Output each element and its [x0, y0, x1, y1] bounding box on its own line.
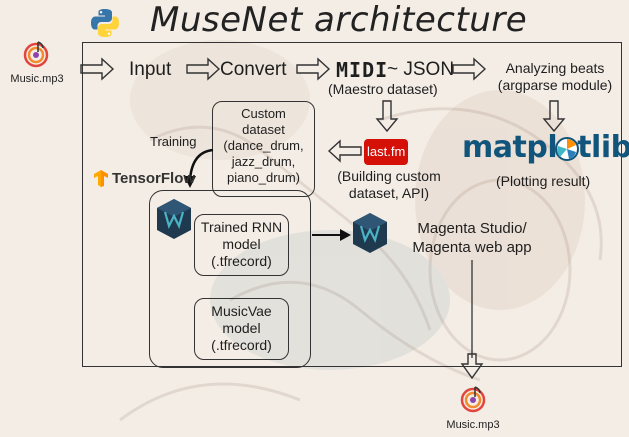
custom-line5: piano_drum) [227, 170, 300, 185]
arrow-analyze [452, 57, 487, 81]
arrow-down-analyze [542, 100, 566, 133]
building-line2: dataset, API) [348, 185, 430, 201]
rnn-line2: model [222, 236, 261, 252]
rnn-line1: Trained RNN [200, 219, 283, 235]
magenta-icon [157, 199, 191, 239]
building-label: (Building custom dataset, API) [328, 168, 450, 202]
rnn-line3: (.tfrecord) [211, 253, 272, 269]
training-label: Training [150, 134, 197, 149]
output-connector [460, 260, 484, 380]
vae-line2: model [222, 320, 261, 336]
custom-line2: dataset [242, 122, 285, 137]
arrow-input [80, 57, 115, 81]
matplotlib-logo: matplotlib [462, 130, 629, 165]
musicvae-model-label: MusicVae model (.tfrecord) [194, 303, 289, 354]
input-file-label: Music.mp3 [10, 73, 64, 85]
vae-line3: (.tfrecord) [211, 337, 272, 353]
matplotlib-icon [555, 137, 579, 161]
midi-logo: MIDI [336, 58, 389, 82]
musicvae-model-box [194, 298, 289, 360]
arrow-midi [296, 57, 331, 81]
analyzing-line1: Analyzing beats [505, 60, 605, 76]
music-file-icon [23, 41, 49, 68]
model-container [149, 190, 311, 368]
analyzing-label: Analyzing beats (argparse module) [490, 60, 620, 94]
rnn-model-box [194, 214, 289, 276]
custom-dataset-label: Custom dataset (dance_drum, jazz_drum, p… [212, 106, 315, 186]
output-music-file-icon [460, 386, 486, 413]
magenta-studio-label: Magenta Studio/ Magenta web app [397, 219, 547, 257]
arrow-to-magenta [312, 229, 351, 241]
magenta-line2: Magenta web app [412, 239, 532, 256]
arrow-down-maestro [375, 100, 399, 133]
tensorflow-icon [94, 170, 108, 187]
arrow-convert [186, 57, 221, 81]
arrow-left-custom [327, 139, 362, 163]
lastfm-logo: last.fm [364, 139, 409, 165]
maestro-label: (Maestro dataset) [328, 81, 438, 97]
output-file-label: Music.mp3 [446, 419, 500, 431]
vae-line1: MusicVae [211, 303, 272, 319]
magenta-line1: Magenta Studio/ [417, 220, 527, 237]
analyzing-line2: (argparse module) [497, 77, 613, 93]
page-title: MuseNet architecture [150, 0, 528, 40]
input-label: Input [129, 59, 172, 80]
custom-line4: jazz_drum, [231, 154, 296, 169]
custom-line3: (dance_drum, [223, 138, 304, 153]
convert-label: Convert [220, 59, 287, 80]
matplotlib-text: matplotlib [462, 130, 629, 165]
json-label: ~ JSON [387, 59, 455, 80]
architecture-frame [82, 42, 622, 367]
building-line1: (Building custom [337, 168, 441, 184]
training-arrow [184, 148, 214, 188]
rnn-model-label: Trained RNN model (.tfrecord) [194, 219, 289, 270]
plotting-label: (Plotting result) [496, 173, 591, 189]
magenta-studio-icon [353, 213, 387, 253]
python-logo-icon [91, 9, 119, 37]
custom-line1: Custom [241, 106, 286, 121]
tensorflow-logo: TensorFlow [112, 170, 196, 187]
